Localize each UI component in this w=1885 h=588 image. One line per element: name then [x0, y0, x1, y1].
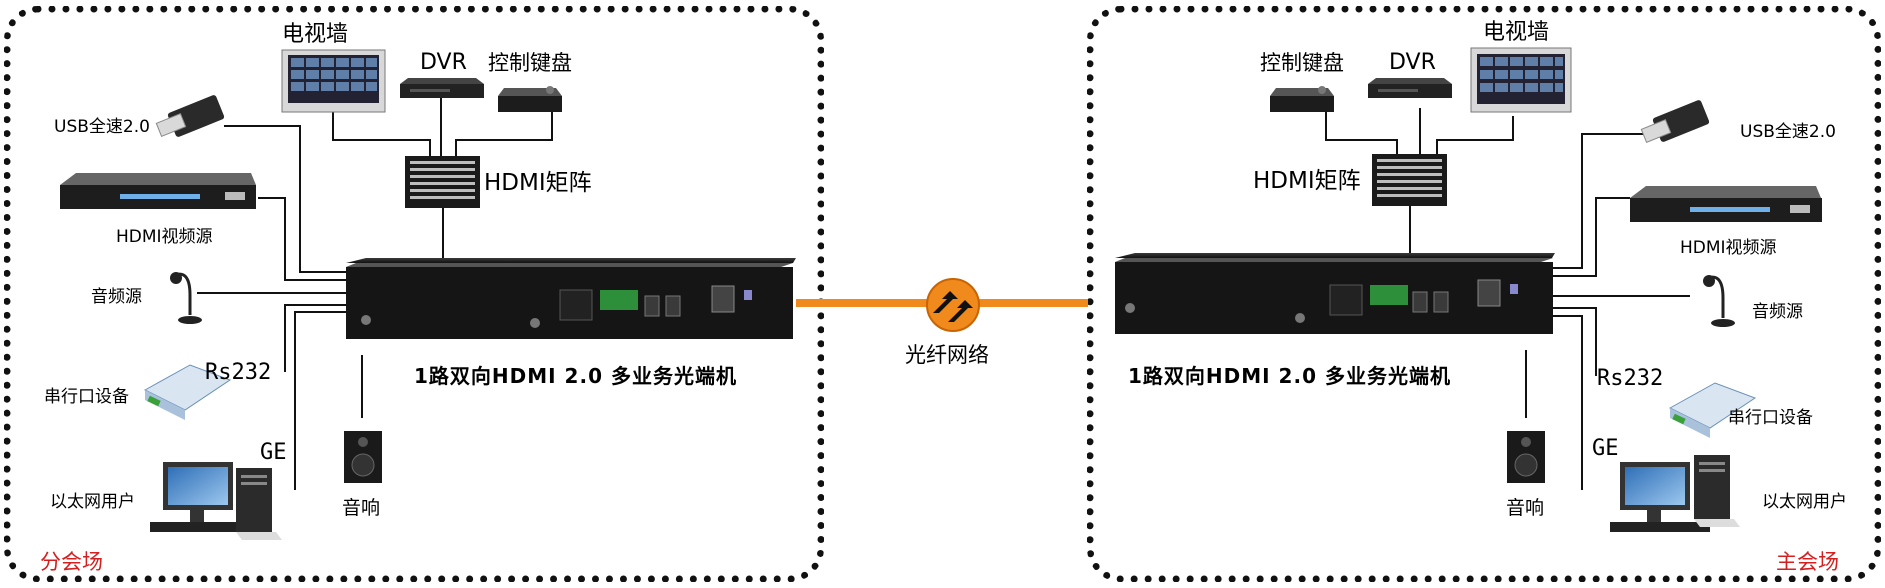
- main-optical-transceiver: [1115, 253, 1555, 334]
- branch-audio-source-label: 音频源: [91, 287, 142, 307]
- branch-keyboard-label: 控制键盘: [488, 51, 572, 75]
- branch-rs232-label: Rs232: [205, 360, 272, 385]
- branch-matrix-label: HDMI矩阵: [484, 170, 592, 196]
- branch-tv-wall-icon: [281, 49, 386, 113]
- branch-serial-device-icon: [143, 364, 232, 420]
- main-keyboard-label: 控制键盘: [1260, 51, 1344, 75]
- main-matrix-label: HDMI矩阵: [1253, 168, 1361, 194]
- branch-keyboard-icon: [498, 86, 562, 112]
- main-hdmi-player-icon: [1630, 186, 1822, 222]
- branch-serial-device-label: 串行口设备: [44, 387, 129, 407]
- main-hdmi-source-label: HDMI视频源: [1680, 238, 1777, 258]
- main-serial-device-label: 串行口设备: [1728, 408, 1813, 428]
- main-device-title: 1路双向HDMI 2.0 多业务光端机: [1128, 364, 1451, 388]
- branch-optical-transceiver: [346, 258, 796, 339]
- branch-usb-label: USB全速2.0: [54, 117, 150, 137]
- branch-tv-wall-label: 电视墙: [282, 22, 349, 47]
- branch-usb-icon: [155, 95, 225, 138]
- main-speaker-label: 音响: [1506, 497, 1545, 519]
- main-hdmi-matrix-icon: [1372, 154, 1447, 206]
- branch-device-title: 1路双向HDMI 2.0 多业务光端机: [414, 364, 737, 388]
- main-serial-device-icon: [1668, 382, 1757, 438]
- main-usb-label: USB全速2.0: [1740, 122, 1836, 142]
- main-microphone-icon: [1703, 275, 1735, 327]
- branch-dvr-label: DVR: [420, 50, 467, 75]
- main-dvr-icon: [1368, 78, 1452, 98]
- main-computer-icon: [1610, 455, 1740, 532]
- main-audio-source-label: 音频源: [1752, 302, 1803, 322]
- branch-ethernet-user-label: 以太网用户: [50, 492, 135, 512]
- branch-microphone-icon: [170, 272, 202, 324]
- branch-wires: [197, 96, 553, 490]
- main-ethernet-user-label: 以太网用户: [1762, 492, 1847, 512]
- main-speaker-icon: [1507, 431, 1545, 483]
- branch-site-border: [4, 6, 824, 582]
- main-usb-icon: [1640, 100, 1710, 144]
- main-site-border: [1087, 6, 1881, 582]
- branch-site-name: 分会场: [40, 550, 103, 574]
- branch-speaker-icon: [344, 431, 382, 483]
- branch-hdmi-player-icon: [60, 173, 256, 209]
- main-rs232-label: Rs232: [1597, 366, 1664, 391]
- main-ge-label: GE: [1592, 436, 1619, 461]
- branch-dvr-icon: [400, 78, 484, 98]
- branch-speaker-label: 音响: [342, 497, 381, 519]
- main-tv-wall-label: 电视墙: [1483, 20, 1550, 45]
- main-keyboard-icon: [1270, 86, 1334, 112]
- branch-hdmi-matrix-icon: [405, 156, 480, 208]
- branch-hdmi-source-label: HDMI视频源: [116, 227, 213, 247]
- branch-ge-label: GE: [260, 440, 287, 465]
- main-tv-wall-icon: [1470, 47, 1572, 113]
- main-dvr-label: DVR: [1389, 50, 1436, 75]
- branch-computer-icon: [150, 462, 282, 540]
- main-site-name: 主会场: [1776, 550, 1839, 574]
- fiber-network-icon: [926, 278, 980, 332]
- main-wires: [1325, 108, 1690, 490]
- fiber-network-label: 光纤网络: [905, 343, 989, 367]
